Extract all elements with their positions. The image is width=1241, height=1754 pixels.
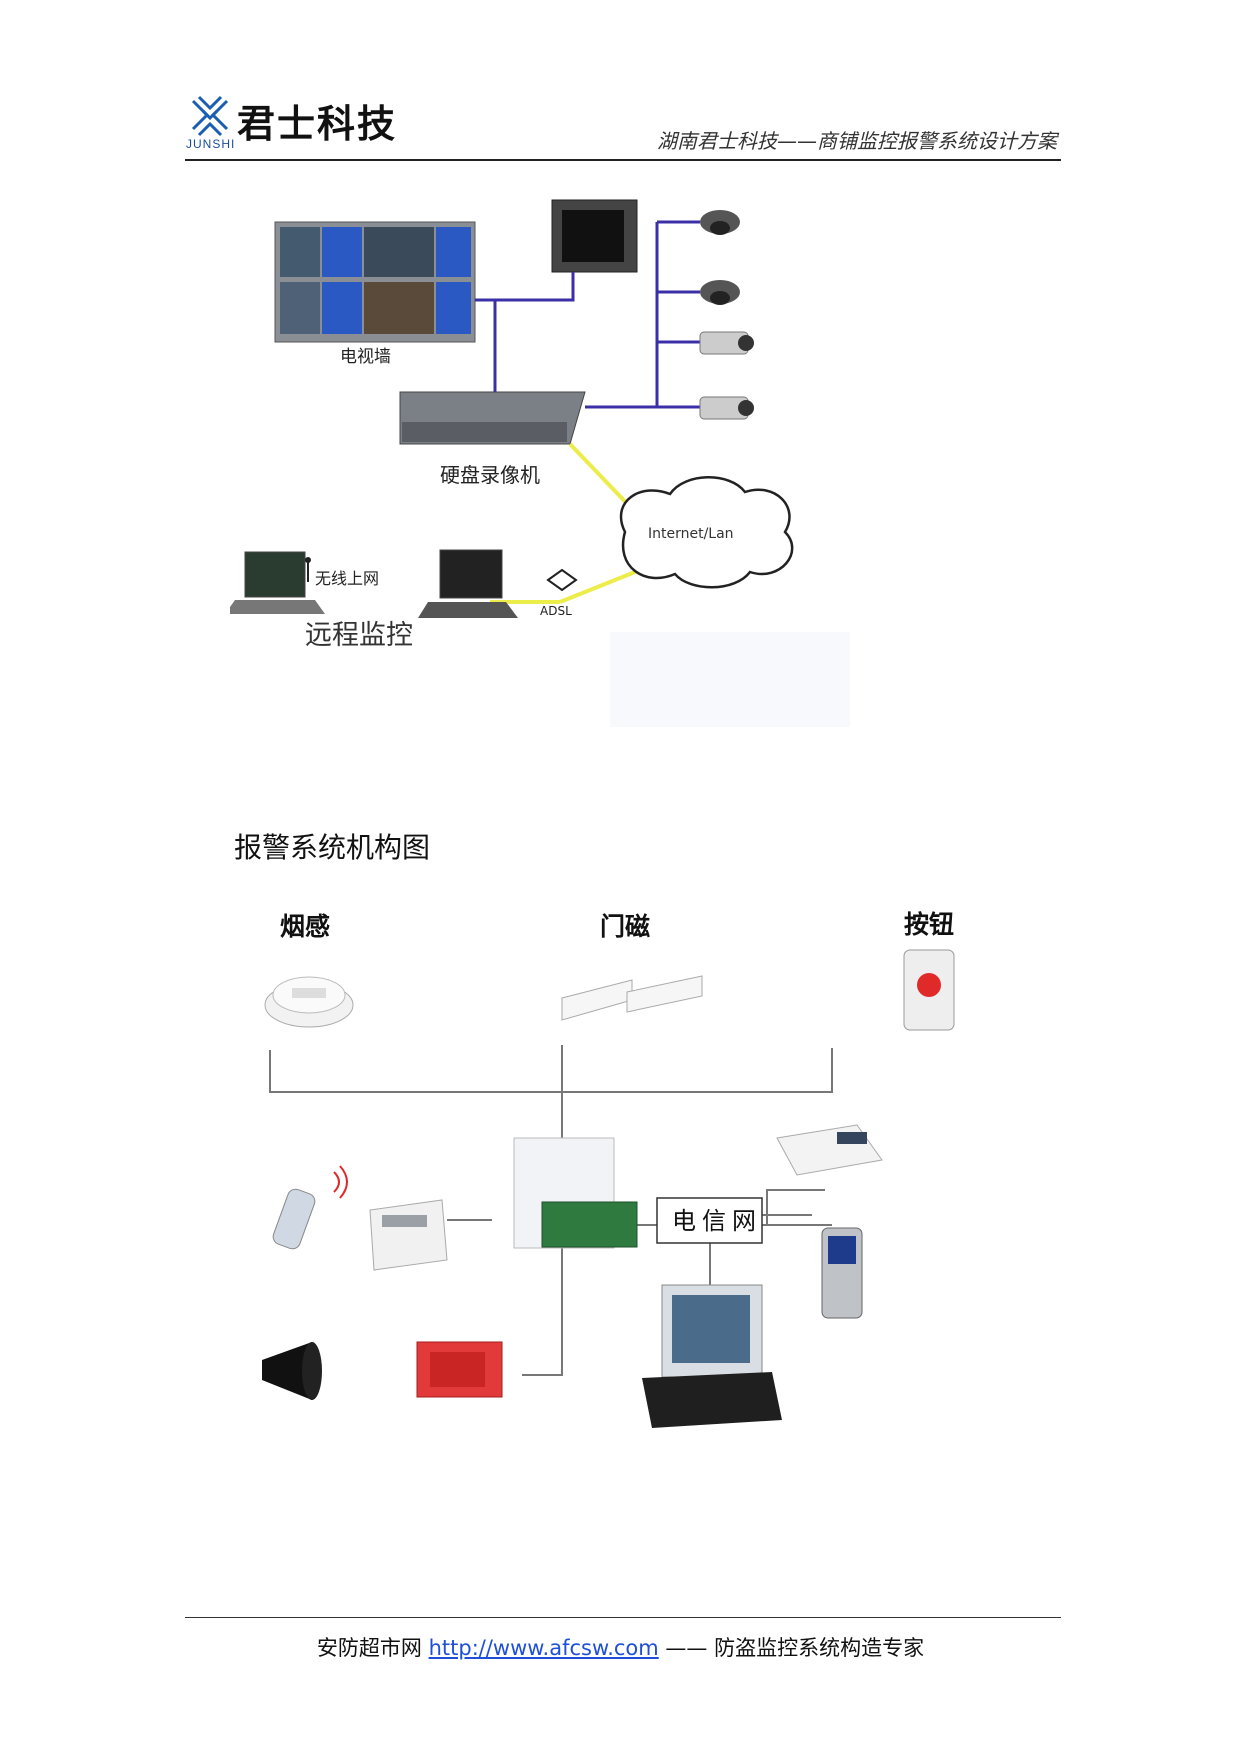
- mobile-phone-icon: [821, 1227, 863, 1319]
- footer-prefix: 安防超市网: [316, 1636, 429, 1660]
- background-stripes: [610, 632, 850, 727]
- page-footer: 安防超市网 http://www.afcsw.com —— 防盗监控系统构造专家: [0, 1632, 1241, 1662]
- wireless-antenna-icon: [305, 557, 311, 582]
- panic-button-label: 按钮: [904, 910, 954, 939]
- logo-chinese-name: 君士科技: [237, 101, 398, 146]
- footer-website-link[interactable]: http://www.afcsw.com: [428, 1636, 659, 1660]
- signal-waves-icon: [333, 1165, 348, 1199]
- alarm-system-diagram: 烟感 门磁 按钮 电信网: [262, 910, 955, 1428]
- footer-suffix: —— 防盗监控系统构造专家: [658, 1636, 925, 1660]
- alarm-keypad-icon: [369, 1199, 448, 1271]
- wireless-label: 无线上网: [315, 569, 379, 588]
- tv-wall-label: 电视墙: [340, 347, 391, 367]
- telecom-network-box: [656, 1197, 763, 1244]
- laptop-wireless-icon: [230, 551, 325, 614]
- panic-button-icon: [903, 949, 955, 1031]
- telecom-network-label: 电信网: [672, 1207, 762, 1235]
- junshi-logo-icon: [191, 95, 229, 137]
- logo-english-name: JUNSHI: [186, 137, 236, 151]
- desk-phone-icon: [776, 1124, 883, 1176]
- dvr-label: 硬盘录像机: [440, 463, 540, 487]
- alarm-control-panel-icon: [513, 1137, 638, 1249]
- door-contact-icon: [561, 975, 703, 1021]
- bullet-camera-2: [699, 396, 754, 420]
- section-heading: 报警系统机构图: [234, 831, 431, 864]
- document-title: 湖南君士科技——商铺监控报警系统设计方案: [657, 129, 1057, 153]
- footer-divider: [185, 1617, 1061, 1618]
- monitoring-computer-icon: [642, 1284, 782, 1428]
- video-cables: [475, 220, 700, 409]
- tv-wall: [274, 221, 476, 343]
- crt-monitor: [551, 199, 638, 273]
- internet-cloud-icon: [619, 476, 794, 589]
- remote-control-icon: [272, 1188, 316, 1250]
- dome-camera-2: [700, 280, 740, 305]
- page-header: 君士科技 JUNSHI 湖南君士科技——商铺监控报警系统设计方案: [185, 85, 1061, 161]
- remote-monitoring-label: 远程监控: [305, 620, 413, 651]
- smoke-detector-label: 烟感: [280, 912, 330, 941]
- siren-horn-icon: [262, 1342, 322, 1400]
- door-contact-label: 门磁: [600, 912, 650, 941]
- cloud-label: Internet/Lan: [648, 526, 734, 542]
- strobe-light-icon: [416, 1341, 503, 1398]
- monitoring-system-diagram: 电视墙 硬盘录像机: [230, 182, 870, 730]
- adsl-modem-icon: [546, 568, 578, 592]
- adsl-label: ADSL: [540, 604, 572, 618]
- bullet-camera-1: [699, 331, 754, 355]
- laptop-remote-icon: [418, 549, 518, 618]
- smoke-detector-icon: [264, 976, 354, 1028]
- dome-camera-1: [700, 210, 740, 235]
- dvr-device: [399, 391, 586, 445]
